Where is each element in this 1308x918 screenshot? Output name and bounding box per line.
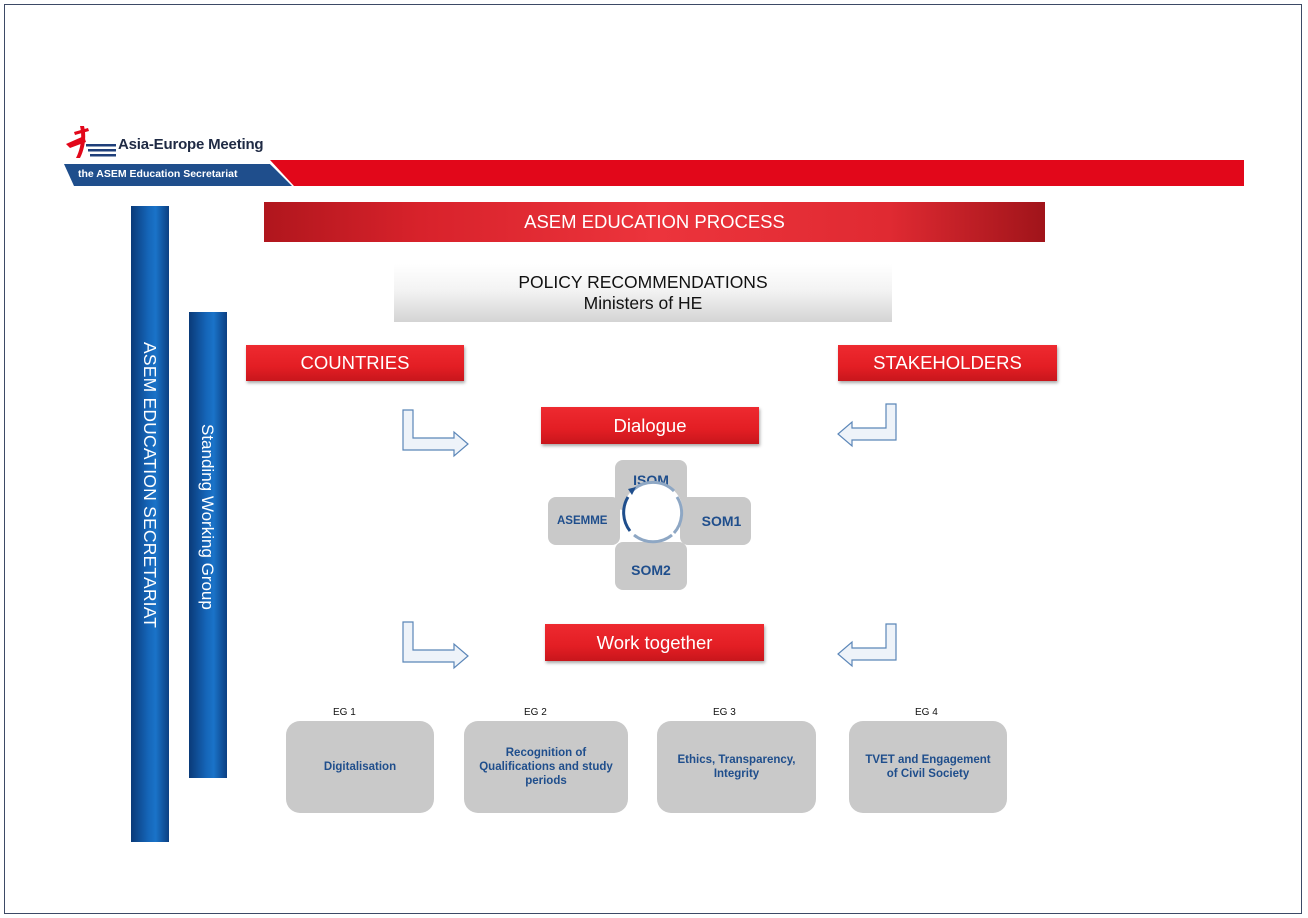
cycle-som2: SOM2 [615,542,687,590]
cycle-asemme: ASEMME [548,497,620,545]
org-name: Asia-Europe Meeting [118,136,264,153]
work-together-label: Work together [545,624,764,661]
secretariat-band [64,164,294,186]
countries-label: COUNTRIES [246,345,464,381]
cycle-ring-icon [622,480,684,544]
slide-frame [4,4,1302,914]
dialogue-label: Dialogue [541,407,759,444]
secretariat-tag: the ASEM Education Secretariat [78,168,238,180]
policy-line-1: POLICY RECOMMENDATIONS [518,272,768,292]
policy-line-2: Ministers of HE [583,293,703,313]
arrow-left-icon [837,623,897,668]
eg-ethics-box: Ethics, Transparency, Integrity [657,721,816,813]
arrow-right-icon [402,409,469,458]
working-group-sidebar-label: Standing Working Group [198,424,217,610]
eg-label: EG 4 [915,707,938,718]
header-red-band [270,160,1244,186]
eg-label: EG 3 [713,707,736,718]
secretariat-sidebar-label: ASEM EDUCATION SECRETARIAT [140,342,160,629]
eg-label: EG 2 [524,707,547,718]
eg-digitalisation-box: Digitalisation [286,721,434,813]
policy-recommendations-box: POLICY RECOMMENDATIONS Ministers of HE [394,264,892,322]
process-title: ASEM EDUCATION PROCESS [264,202,1045,242]
cycle-som1: SOM1 [680,497,751,545]
eg-label: EG 1 [333,707,356,718]
working-group-sidebar [189,312,227,778]
eg-tvet-box: TVET and Engagement of Civil Society [849,721,1007,813]
secretariat-sidebar [131,206,169,842]
stakeholders-label: STAKEHOLDERS [838,345,1057,381]
eg-recognition-box: Recognition of Qualifications and study … [464,721,628,813]
arrow-right-icon [402,621,469,670]
asem-logo-icon [66,126,116,158]
arrow-left-icon [837,403,897,448]
